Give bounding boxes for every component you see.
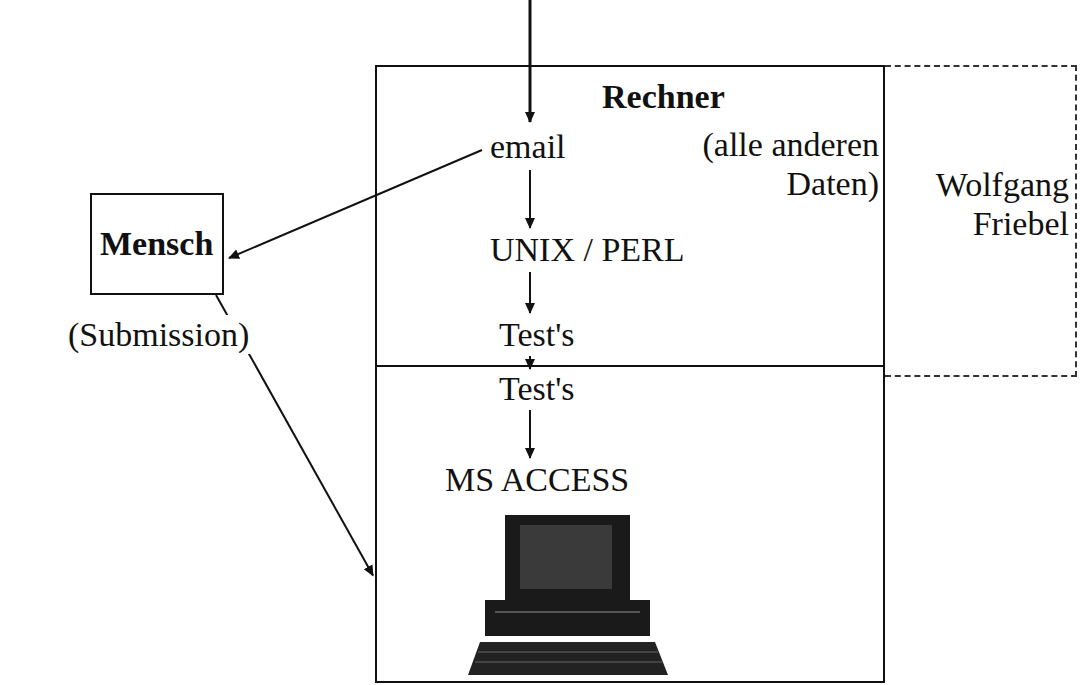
step-text: UNIX / PERL <box>490 230 685 269</box>
person-name: Wolfgang Friebel <box>889 165 1069 243</box>
note-text: (alle anderen Daten) <box>617 125 879 203</box>
computer-box-lower: Test's MS ACCESS <box>375 367 885 683</box>
computer-box-upper: Rechner email (alle anderen Daten) UNIX / P… <box>375 65 885 367</box>
step-text: Test's <box>499 369 575 408</box>
human-box: Mensch <box>90 193 224 295</box>
box-heading: Mensch <box>100 224 213 263</box>
step-text: Test's <box>499 315 575 354</box>
flow-arrow-lines <box>229 0 530 458</box>
edge-label: (Submission) <box>66 315 251 354</box>
computer-icon <box>468 515 668 675</box>
step-text: MS ACCESS <box>445 460 629 499</box>
step-text: email <box>490 127 566 166</box>
person-box: Wolfgang Friebel <box>885 65 1077 377</box>
box-heading: Rechner <box>602 77 725 116</box>
